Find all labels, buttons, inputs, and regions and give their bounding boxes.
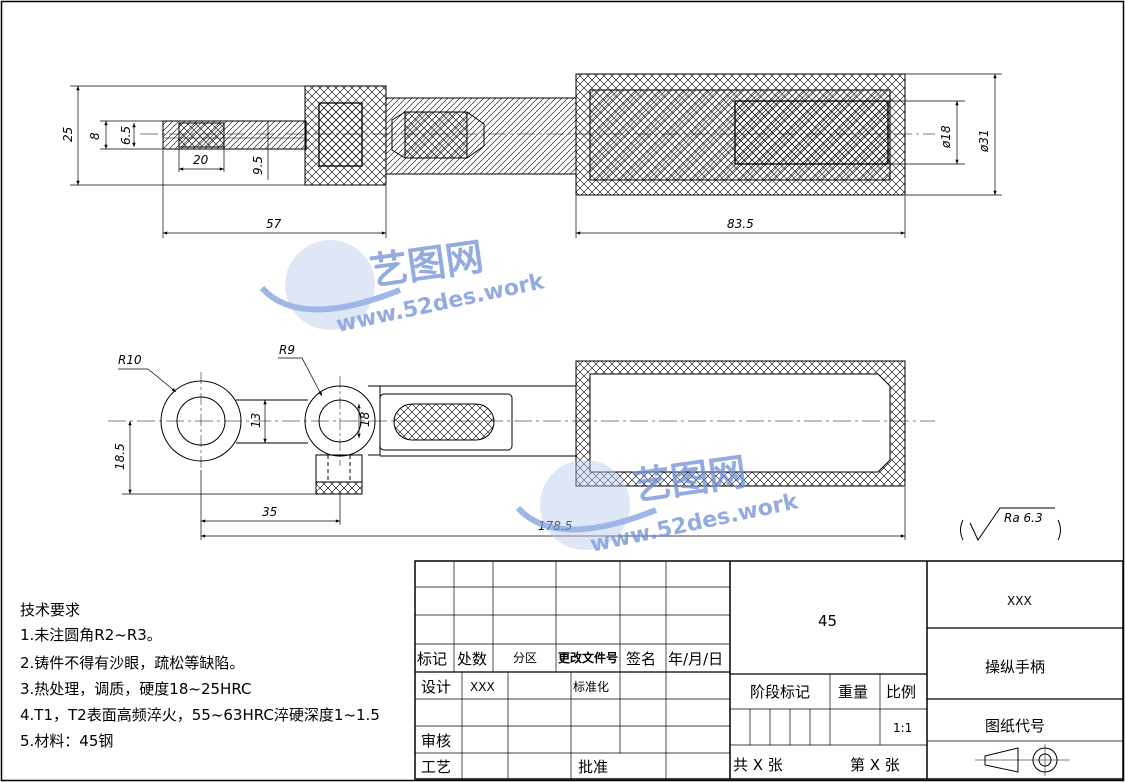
tb-sheets-total: 共 X 张: [733, 756, 783, 774]
section-dim-text: 25 8 6.5 20 9.5 57 83.5 ø18 ø31: [61, 125, 991, 231]
tb-process: 工艺: [421, 758, 451, 776]
tb-designer: XXX: [470, 680, 495, 694]
left-boss-hole: [318, 102, 363, 167]
dim-25: 25: [61, 127, 75, 142]
dim-18-small: 18: [358, 411, 372, 427]
dim-57: 57: [266, 217, 282, 231]
requirements-title: 技术要求: [20, 601, 80, 619]
projection-symbol: [975, 744, 1070, 776]
dim-6-5: 6.5: [119, 126, 133, 145]
tb-date: 年/月/日: [668, 650, 723, 668]
left-insert: [178, 122, 225, 148]
tb-stage: 阶段标记: [750, 683, 810, 701]
requirement-5: 5.材料：45钢: [20, 732, 113, 750]
dim-phi18: ø18: [939, 125, 953, 149]
requirement-3: 3.热处理，调质，硬度18~25HRC: [20, 680, 251, 698]
section-dimensions: [70, 73, 1002, 238]
dim-13: 13: [249, 413, 263, 428]
tb-weight: 重量: [838, 683, 868, 701]
tb-sign: 签名: [626, 650, 656, 668]
plan-view: [108, 360, 935, 495]
tb-standard: 标准化: [573, 680, 609, 694]
dim-83-5: 83.5: [727, 217, 754, 231]
tb-scale-label: 比例: [886, 683, 916, 701]
rod-slot-frame: [379, 393, 513, 451]
tb-drawing-no: 图纸代号: [985, 717, 1045, 735]
tb-mark: 标记: [417, 650, 447, 668]
tb-zone: 分区: [513, 651, 537, 665]
tb-docno: 更改文件号: [558, 650, 618, 665]
dim-35: 35: [262, 505, 277, 519]
dim-9-5: 9.5: [251, 156, 265, 175]
roughness-symbol: [960, 507, 1061, 542]
watermark-logo-1: 艺图网 www.52des.work: [259, 234, 548, 338]
tb-count: 处数: [457, 650, 487, 668]
roughness-value: Ra 6.3: [1004, 511, 1043, 525]
tb-sheet-no: 第 X 张: [850, 756, 900, 774]
dim-18-5: 18.5: [113, 443, 127, 470]
tb-company: XXX: [1007, 594, 1032, 608]
requirement-1: 1.未注圆角R2~R3。: [20, 626, 162, 644]
section-view: [140, 73, 935, 196]
title-block-text: 标记 处数 分区 更改文件号 签名 年/月/日 设计 XXX 标准化 审核 工艺…: [417, 594, 1045, 776]
plan-dimensions: [118, 357, 906, 540]
tb-approve: 批准: [578, 758, 608, 776]
tb-part-name: 操纵手柄: [985, 658, 1045, 676]
right-tube-core: [734, 100, 889, 165]
tb-scale: 1:1: [893, 721, 912, 735]
requirement-4: 4.T1，T2表面高频淬火，55~63HRC淬硬深度1~1.5: [20, 706, 380, 724]
technical-requirements: 技术要求 1.未注圆角R2~R3。 2.铸件不得有沙眼，疏松等缺陷。 3.热处理…: [20, 601, 380, 750]
tb-review: 审核: [421, 732, 451, 750]
dim-phi31: ø31: [977, 129, 991, 153]
rod-slot: [393, 403, 495, 441]
middle-slot: [404, 111, 468, 159]
dim-20: 20: [193, 153, 209, 167]
dim-8: 8: [88, 132, 102, 140]
dim-r10: R10: [118, 353, 142, 367]
tb-design: 设计: [421, 678, 451, 696]
requirement-2: 2.铸件不得有沙眼，疏松等缺陷。: [20, 654, 244, 672]
title-block-grid: [414, 560, 1124, 780]
tb-material: 45: [818, 612, 837, 630]
dim-r9: R9: [279, 343, 295, 357]
